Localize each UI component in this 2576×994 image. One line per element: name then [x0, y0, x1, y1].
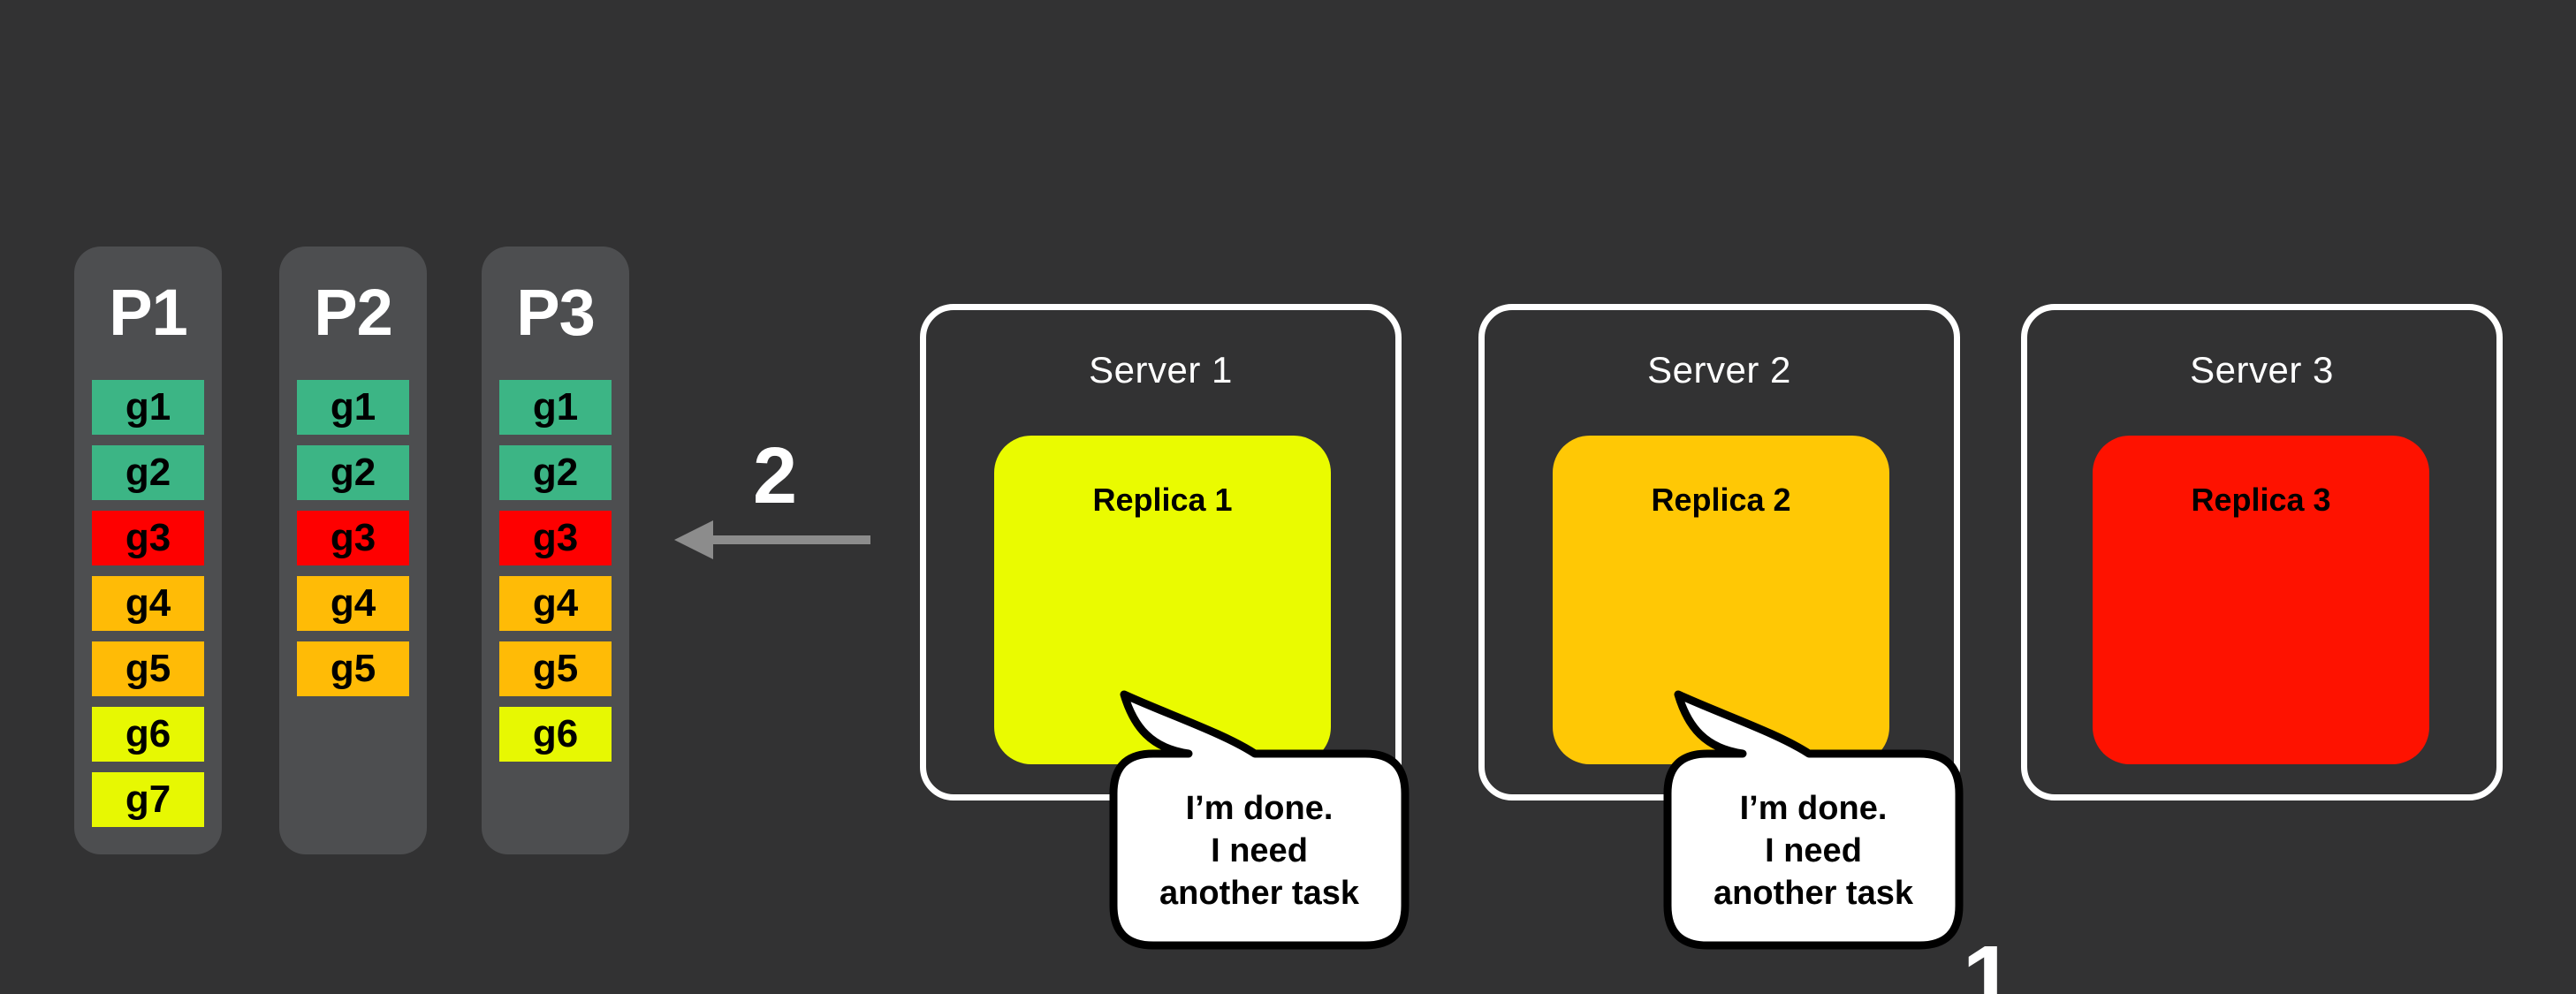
replica-label: Replica 2	[1651, 482, 1791, 518]
task-list: g1 g2 g3 g4 g5 g6	[482, 380, 629, 762]
task-cell-g1: g1	[297, 380, 409, 435]
speech-bubble-2	[1663, 690, 1964, 950]
task-list: g1 g2 g3 g4 g5 g6 g7	[74, 380, 222, 827]
task-cell-g5: g5	[499, 641, 612, 696]
partition-P3: P3 g1 g2 g3 g4 g5 g6	[482, 247, 629, 854]
task-cell-g6: g6	[92, 707, 204, 762]
server-title: Server 1	[1089, 349, 1233, 391]
bubble-line: I’m done.	[1739, 790, 1888, 828]
partition-title: P1	[109, 276, 188, 349]
bubble-line: another task	[1714, 874, 1913, 912]
step-1-label: 1	[1962, 927, 2015, 994]
server-box-3: Server 3	[2021, 304, 2503, 801]
task-cell-g1: g1	[92, 380, 204, 435]
task-cell-g3: g3	[499, 511, 612, 565]
bubble-line: I need	[1765, 832, 1862, 870]
task-cell-g7: g7	[92, 772, 204, 827]
task-cell-g2: g2	[499, 445, 612, 500]
bubble-line: another task	[1159, 874, 1359, 912]
task-list: g1 g2 g3 g4 g5	[279, 380, 427, 696]
speech-bubble-text: I’m done. I need another task	[1669, 767, 1957, 937]
server-title: Server 2	[1647, 349, 1791, 391]
task-cell-g4: g4	[297, 576, 409, 631]
task-cell-g4: g4	[92, 576, 204, 631]
task-cell-g5: g5	[297, 641, 409, 696]
left-arrow-icon	[674, 520, 870, 559]
task-cell-g2: g2	[92, 445, 204, 500]
partition-P2: P2 g1 g2 g3 g4 g5	[279, 247, 427, 854]
speech-bubble-1	[1109, 690, 1410, 950]
task-cell-g3: g3	[297, 511, 409, 565]
replica-label: Replica 3	[2191, 482, 2331, 518]
task-cell-g4: g4	[499, 576, 612, 631]
partition-title: P3	[516, 276, 596, 349]
task-cell-g6: g6	[499, 707, 612, 762]
server-title: Server 3	[2190, 349, 2334, 391]
replica-label: Replica 1	[1092, 482, 1233, 518]
bubble-line: I need	[1211, 832, 1308, 870]
partition-P1: P1 g1 g2 g3 g4 g5 g6 g7	[74, 247, 222, 854]
task-cell-g1: g1	[499, 380, 612, 435]
step-2-label: 2	[752, 432, 798, 520]
bubble-line: I’m done.	[1185, 790, 1334, 828]
task-cell-g5: g5	[92, 641, 204, 696]
replica-box-3: Replica 3	[2093, 436, 2429, 764]
task-cell-g2: g2	[297, 445, 409, 500]
partition-title: P2	[314, 276, 393, 349]
task-cell-g3: g3	[92, 511, 204, 565]
speech-bubble-text: I’m done. I need another task	[1115, 767, 1403, 937]
